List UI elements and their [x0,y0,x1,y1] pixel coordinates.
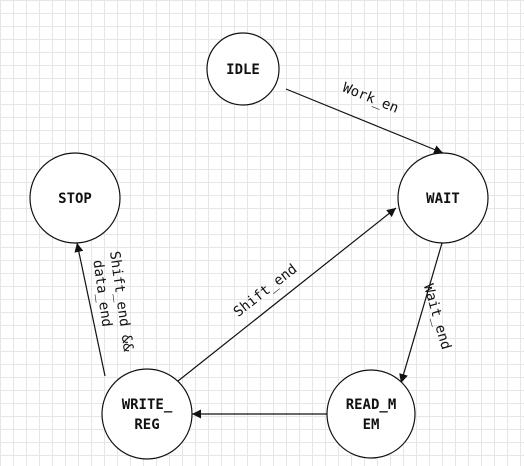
state-stop-label: STOP [58,191,92,207]
state-write-reg: WRITE_ REG [101,368,193,460]
state-stop: STOP [29,152,121,244]
state-wait: WAIT [397,152,489,244]
state-wait-label: WAIT [426,191,460,207]
state-idle-label: IDLE [226,62,260,78]
state-idle: IDLE [206,32,280,106]
state-read-mem-label-line1: READ_M [346,397,397,413]
edge-write-reg-to-stop [74,242,106,377]
state-read-mem: READ_M EM [326,369,416,459]
edge-wait-to-read-mem [399,242,443,384]
state-read-mem-label-line2: EM [363,417,380,433]
edge-idle-to-wait-label: Work_en [340,80,401,117]
edge-write-reg-to-wait [177,207,397,382]
edge-wait-to-read-mem-label: Wait_end [420,282,454,351]
state-write-reg-label-line1: WRITE_ [122,397,173,413]
state-write-reg-label-line2: REG [134,417,159,433]
edge-idle-to-wait [285,88,444,154]
